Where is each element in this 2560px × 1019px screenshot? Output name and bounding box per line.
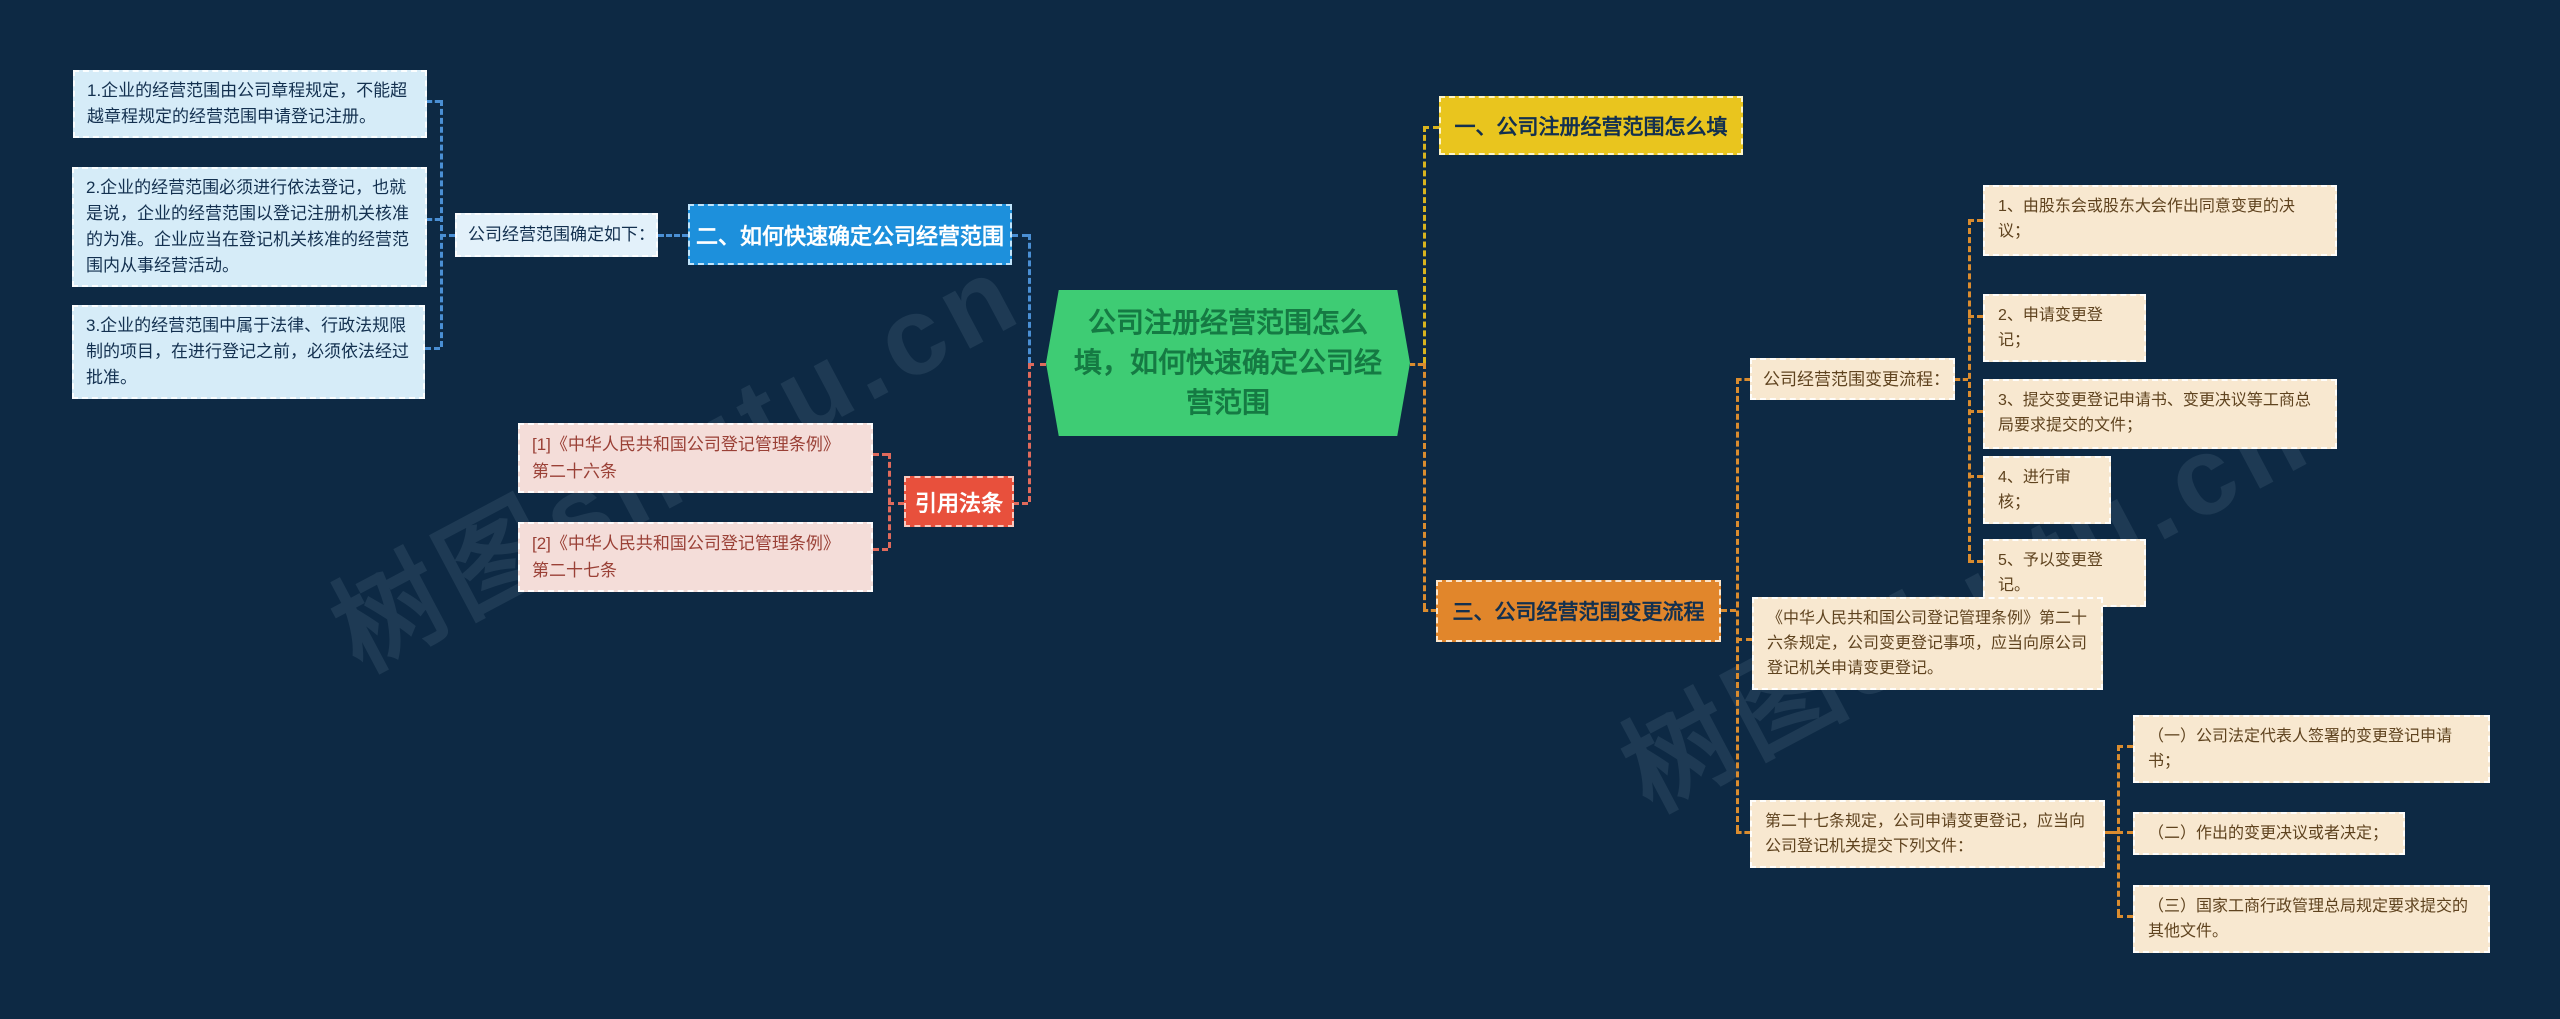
edge-note1 — [427, 100, 440, 103]
edge-confirm-label-left — [440, 234, 455, 237]
edge-root-right-tip — [1410, 363, 1423, 366]
edge-cite-left — [888, 502, 904, 505]
edge-flow-label — [1736, 378, 1750, 381]
edge-doc2 — [2117, 831, 2133, 834]
edge-branch2-right — [1012, 234, 1028, 237]
edge-step4 — [1968, 475, 1983, 478]
node-cite[interactable]: 引用法条 — [904, 476, 1014, 527]
edge-rule27-right — [2105, 831, 2117, 834]
edge-branch3 — [1423, 609, 1436, 612]
edge-cite2 — [873, 548, 888, 551]
node-flow-label[interactable]: 公司经营范围变更流程： — [1750, 358, 1955, 400]
edge-branch1-trunk — [1423, 126, 1426, 363]
edge-cite1 — [873, 453, 888, 456]
node-rule-26[interactable]: 《中华人民共和国公司登记管理条例》第二十六条规定，公司变更登记事项，应当向原公司… — [1752, 597, 2103, 690]
edge-branch3-children-trunk — [1736, 378, 1739, 831]
edge-step1 — [1968, 219, 1983, 222]
node-note-2[interactable]: 2.企业的经营范围必须进行依法登记，也就是说，企业的经营范围以登记注册机关核准的… — [72, 167, 427, 287]
node-branch-3[interactable]: 三、公司经营范围变更流程 — [1436, 580, 1721, 642]
node-note-1[interactable]: 1.企业的经营范围由公司章程规定，不能超越章程规定的经营范围申请登记注册。 — [73, 70, 427, 138]
edge-docs-trunk — [2117, 745, 2120, 915]
edge-branch3-trunk — [1423, 363, 1426, 609]
edge-flow-label-right — [1955, 378, 1968, 381]
node-step-2[interactable]: 2、申请变更登记； — [1983, 294, 2146, 362]
node-step-1[interactable]: 1、由股东会或股东大会作出同意变更的决议； — [1983, 185, 2337, 256]
node-step-4[interactable]: 4、进行审核； — [1983, 456, 2111, 524]
edge-note3 — [425, 347, 440, 350]
node-step-5[interactable]: 5、予以变更登记。 — [1983, 539, 2146, 607]
edge-doc1 — [2117, 745, 2133, 748]
node-note-3[interactable]: 3.企业的经营范围中属于法律、行政法规限制的项目，在进行登记之前，必须依法经过批… — [72, 305, 425, 399]
edge-cite-trunk — [1028, 363, 1031, 502]
edge-root-left-tip — [1028, 363, 1046, 366]
edge-cite-children-trunk — [888, 453, 891, 548]
node-root[interactable]: 公司注册经营范围怎么填，如何快速确定公司经营范围 — [1046, 290, 1410, 436]
edge-branch3-right — [1721, 609, 1736, 612]
edge-branch2-trunk — [1028, 234, 1031, 363]
node-confirm-label[interactable]: 公司经营范围确定如下： — [455, 213, 658, 257]
node-doc-2[interactable]: （二）作出的变更决议或者决定； — [2133, 812, 2405, 855]
node-step-3[interactable]: 3、提交变更登记申请书、变更决议等工商总局要求提交的文件； — [1983, 379, 2337, 449]
edge-steps-trunk — [1968, 219, 1971, 560]
node-cite-1[interactable]: [1]《中华人民共和国公司登记管理条例》 第二十六条 — [518, 423, 873, 493]
edge-left-notes-trunk — [440, 100, 443, 347]
edge-rule27 — [1736, 831, 1750, 834]
node-doc-3[interactable]: （三）国家工商行政管理总局规定要求提交的其他文件。 — [2133, 885, 2490, 953]
node-doc-1[interactable]: （一）公司法定代表人签署的变更登记申请书； — [2133, 715, 2490, 783]
edge-confirm-label-right — [658, 234, 688, 237]
edge-step5 — [1968, 560, 1983, 563]
edge-doc3 — [2117, 915, 2133, 918]
node-cite-2[interactable]: [2]《中华人民共和国公司登记管理条例》 第二十七条 — [518, 522, 873, 592]
edge-branch1 — [1423, 126, 1439, 129]
edge-note2 — [427, 218, 440, 221]
node-branch-2[interactable]: 二、如何快速确定公司经营范围 — [688, 204, 1012, 265]
node-branch-1[interactable]: 一、公司注册经营范围怎么填 — [1439, 96, 1743, 155]
node-rule-27[interactable]: 第二十七条规定，公司申请变更登记，应当向公司登记机关提交下列文件： — [1750, 800, 2105, 868]
edge-rule26 — [1736, 638, 1752, 641]
edge-cite-right — [1013, 502, 1028, 505]
edge-step3 — [1968, 410, 1983, 413]
edge-step2 — [1968, 315, 1983, 318]
